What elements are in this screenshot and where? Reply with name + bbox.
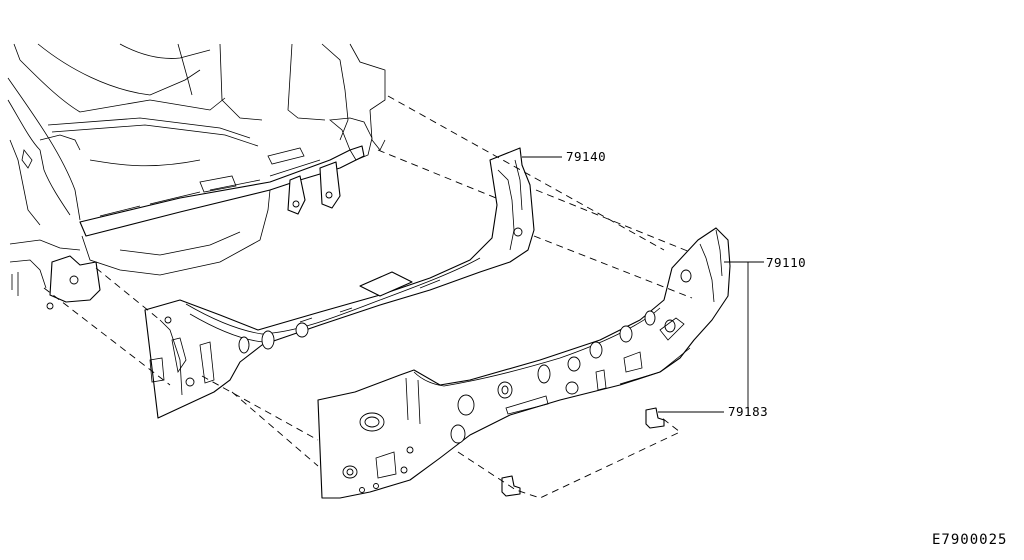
part-79140-rear-panel-upper xyxy=(144,147,535,419)
callout-79140: 79140 xyxy=(566,149,607,164)
callout-79183: 79183 xyxy=(728,404,769,419)
callout-79110: 79110 xyxy=(766,255,807,270)
alignment-dashed-lines xyxy=(43,95,693,499)
leader-lines xyxy=(522,156,764,413)
diagram-code: E7900025 xyxy=(932,532,1008,548)
vehicle-body-outline xyxy=(7,43,386,310)
part-79110-rear-panel-assembly xyxy=(317,227,731,499)
part-79183-clip xyxy=(501,407,665,497)
